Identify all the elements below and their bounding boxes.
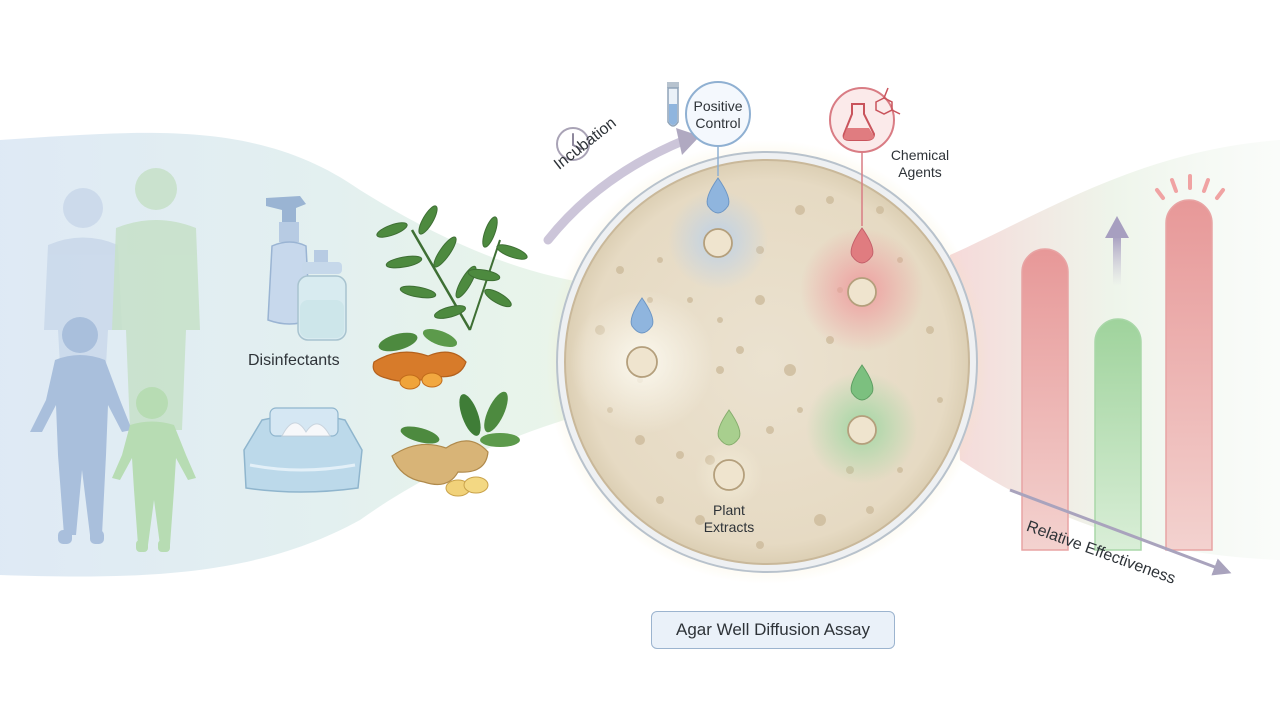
bar-positive-control [1165, 199, 1213, 551]
chemical-flask-icon [829, 87, 901, 153]
assay-title: Agar Well Diffusion Assay [675, 620, 870, 639]
assay-title-box: Agar Well Diffusion Assay [651, 611, 895, 649]
droplet-green-icon [850, 364, 874, 401]
turmeric-root-icon [372, 328, 467, 390]
child-figure-green [112, 387, 196, 552]
clock-icon [556, 127, 590, 161]
chemical-agents-label: Chemical Agents [890, 147, 950, 180]
wipes-package-icon [243, 407, 363, 493]
well-positive-control [703, 228, 733, 258]
test-tube-icon [667, 82, 679, 127]
adult-figure-green [112, 168, 200, 430]
soap-bottle-icon [297, 250, 347, 341]
child-figure-blue [30, 317, 132, 544]
up-arrow-icon [1105, 216, 1129, 286]
disinfectants-label: Disinfectants [248, 352, 340, 369]
bar-plant-extracts [1094, 318, 1142, 551]
bar-chemical-agents [1021, 248, 1069, 551]
effectiveness-bars [1021, 199, 1213, 551]
well-plant-extract-green [847, 415, 877, 445]
plant-extracts-label: Plant Extracts [703, 502, 755, 535]
droplet-blue-left-icon [630, 297, 654, 334]
droplet-green-small-icon [717, 409, 741, 446]
positive-control-badge [685, 81, 751, 147]
positive-control-label: Positive Control [693, 98, 743, 131]
petri-dish [545, 140, 989, 584]
droplet-red-icon [850, 227, 874, 264]
neem-leaves-icon [376, 205, 528, 331]
relative-effectiveness-arrow [1009, 488, 1232, 576]
droplet-blue-icon [706, 177, 730, 214]
well-disinfectant [626, 346, 658, 378]
sparkle-icon [1155, 174, 1225, 200]
people-illustration [30, 168, 200, 552]
ginger-root-icon [391, 391, 520, 497]
well-plant-extract [713, 459, 745, 491]
well-chemical-agents [847, 277, 877, 307]
